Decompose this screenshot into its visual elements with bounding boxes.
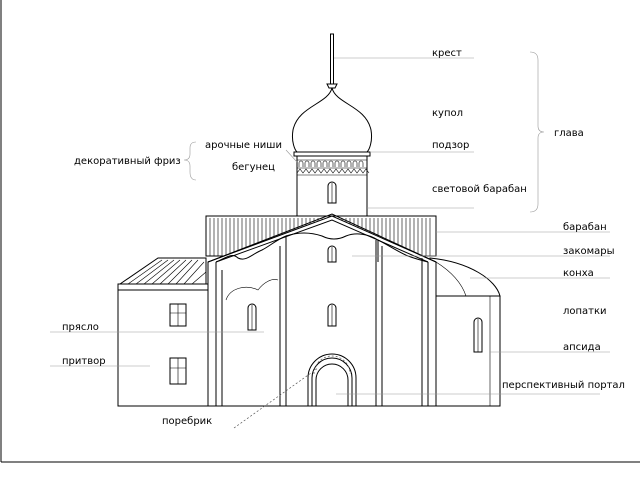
gable-inner xyxy=(215,219,429,263)
label-porebrik: поребрик xyxy=(162,416,212,427)
porch-lower-window-frame xyxy=(170,358,186,384)
apse xyxy=(429,257,501,407)
label-krest: крест xyxy=(432,48,462,59)
apse-wall xyxy=(429,295,501,407)
portal-inner-arch xyxy=(315,363,349,406)
drum-window xyxy=(327,181,337,204)
cupola xyxy=(292,87,372,153)
label-konha: конха xyxy=(563,268,594,279)
facade-wall xyxy=(207,215,437,407)
frieze-brace xyxy=(183,141,197,181)
pryaslo-arch xyxy=(225,279,279,301)
facade-left-window xyxy=(247,303,257,331)
label-baraban: барабан xyxy=(563,222,607,233)
main-facade xyxy=(118,213,500,407)
portal-mid-arch xyxy=(311,357,353,406)
facade-mid-window xyxy=(327,303,337,327)
label-kupol: купол xyxy=(432,108,463,119)
leader-lines xyxy=(50,57,610,429)
label-apsida: апсида xyxy=(563,342,601,353)
podzor-ring xyxy=(293,151,371,157)
cross-base xyxy=(326,83,338,89)
begunets-band xyxy=(296,168,370,174)
glava-brace xyxy=(529,51,545,213)
label-svetovoy-baraban: световой барабан xyxy=(432,184,527,195)
light-drum xyxy=(296,155,370,217)
label-glava: глава xyxy=(554,128,584,139)
zakomara-center xyxy=(285,232,379,262)
zakomara-left xyxy=(215,235,287,263)
label-dekorativny-friz: декоративный фриз xyxy=(74,156,181,167)
lopatka-left-outer xyxy=(215,262,223,406)
gable-outer xyxy=(207,213,437,263)
cross-shaft xyxy=(330,33,334,85)
label-pritvor: притвор xyxy=(62,356,106,367)
lopatka-right-outer xyxy=(421,258,429,406)
portal-outer-arch xyxy=(307,353,357,406)
apse-window xyxy=(473,317,483,353)
porch xyxy=(117,257,209,407)
label-perspektivny-portal: перспективный портал xyxy=(502,380,625,391)
facade-upper-window xyxy=(327,245,337,263)
label-zakomary: закомары xyxy=(563,246,615,257)
porch-eave xyxy=(117,283,209,291)
cross xyxy=(326,33,338,89)
label-pryaslo: прясло xyxy=(62,322,99,333)
leader-porebrik xyxy=(233,367,319,429)
label-lopatki: лопатки xyxy=(563,306,607,317)
lopatka-right-inner xyxy=(375,240,383,406)
conch xyxy=(429,257,501,297)
leader-arochnye-nishi xyxy=(285,149,298,163)
porch-upper-window-frame xyxy=(170,304,186,326)
arched-niches-row xyxy=(298,160,364,167)
label-arochnye-nishi: арочные ниши xyxy=(205,140,282,151)
porebrik-band xyxy=(313,355,351,375)
arched-niches xyxy=(298,160,364,167)
lopatka-left-inner xyxy=(279,240,287,406)
label-podzor: подзор xyxy=(432,140,469,151)
label-begunets: бегунец xyxy=(232,162,275,173)
conch-rib xyxy=(435,261,467,297)
porch-wall xyxy=(117,289,209,407)
porch-roof-seams xyxy=(127,259,207,285)
